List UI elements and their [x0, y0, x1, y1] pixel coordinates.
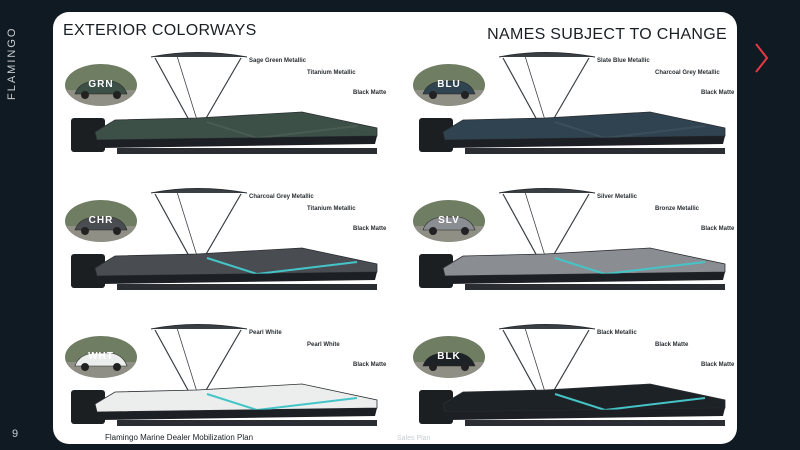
pontoon-boat-illustration: [419, 52, 726, 154]
next-slide-chevron-icon[interactable]: [752, 40, 772, 76]
car-thumbnail: BLK: [413, 336, 485, 378]
car-thumbnail: SLV: [413, 200, 485, 242]
slide-canvas: EXTERIOR COLORWAYS NAMES SUBJECT TO CHAN…: [53, 12, 737, 444]
color-code-label: BLU: [437, 79, 461, 90]
finish-callout: Pearl White: [307, 342, 340, 348]
finish-callout: Titanium Metallic: [307, 70, 356, 76]
finish-callout: Black Matte: [353, 90, 387, 96]
footer-text: Flamingo Marine Dealer Mobilization Plan: [105, 433, 254, 442]
pontoon-boat-illustration: [419, 324, 726, 426]
brand-logo: FLAMINGO: [6, 26, 22, 100]
color-code-label: GRN: [88, 79, 114, 90]
slide-subtitle: NAMES SUBJECT TO CHANGE: [487, 26, 727, 43]
car-thumbnail: GRN: [65, 64, 137, 106]
finish-callout: Pearl White: [249, 330, 282, 336]
pontoon-boat-illustration: [71, 52, 378, 154]
finish-callout: Charcoal Grey Metallic: [655, 70, 720, 76]
finish-callout: Slate Blue Metallic: [597, 58, 650, 64]
finish-callout: Silver Metallic: [597, 194, 638, 200]
finish-callout: Sage Green Metallic: [249, 58, 307, 64]
finish-callout: Black Matte: [701, 90, 735, 96]
finish-callout: Black Matte: [655, 342, 689, 348]
pontoon-boat-illustration: [419, 188, 726, 290]
pontoon-boat-illustration: [71, 188, 378, 290]
page-number: 9: [12, 428, 19, 440]
brand-text: FLAMINGO: [6, 26, 18, 100]
finish-callout: Black Matte: [353, 226, 387, 232]
car-thumbnail: BLU: [413, 64, 485, 106]
car-thumbnail: WHT: [65, 336, 137, 378]
finish-callout: Black Matte: [701, 362, 735, 368]
finish-callout: Bronze Metallic: [655, 206, 700, 212]
finish-callout: Titanium Metallic: [307, 206, 356, 212]
color-code-label: BLK: [437, 351, 461, 362]
footer-secondary: Sales Plan: [397, 435, 431, 442]
finish-callout: Charcoal Grey Metallic: [249, 194, 314, 200]
sidebar: FLAMINGO 9: [0, 0, 44, 450]
finish-callout: Black Matte: [353, 362, 387, 368]
color-code-label: SLV: [438, 215, 460, 226]
finish-callout: Black Matte: [701, 226, 735, 232]
color-code-label: CHR: [88, 215, 114, 226]
finish-callout: Black Metallic: [597, 330, 637, 336]
pontoon-boat-illustration: [71, 324, 378, 426]
color-code-label: WHT: [88, 351, 114, 362]
slide-title: EXTERIOR COLORWAYS: [63, 22, 257, 39]
car-thumbnail: CHR: [65, 200, 137, 242]
